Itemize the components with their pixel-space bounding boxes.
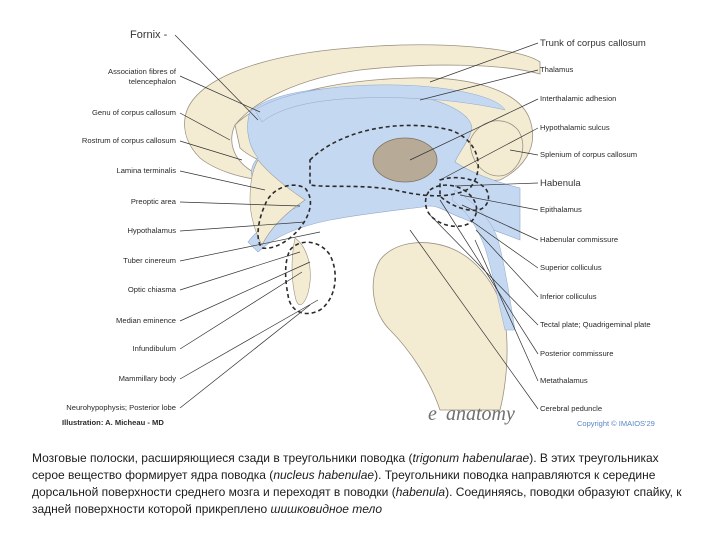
corpus-callosum-shape xyxy=(184,44,541,181)
label-hypothalamus: Hypothalamus xyxy=(127,226,176,235)
label-cerebral-peduncle: Cerebral peduncle xyxy=(540,404,602,413)
label-illustration-credit: Illustration: A. Micheau - MD xyxy=(62,418,164,427)
caption-term-trigonum: trigonum habenularae xyxy=(412,451,530,465)
label-inferior-colliculus: Inferior colliculus xyxy=(540,292,597,301)
caption-text-2: ). В этих треугольниках серое вещество ф… xyxy=(32,451,659,482)
anatomy-diagram: Fornix - Association fibres of telenceph… xyxy=(62,29,655,428)
label-trunk-corpus-callosum: Trunk of corpus callosum xyxy=(540,38,646,49)
label-splenium: Splenium of corpus callosum xyxy=(540,150,637,159)
caption-text-3: ). Треугольники поводка направляются к с… xyxy=(32,468,656,499)
label-epithalamus: Epithalamus xyxy=(540,205,582,214)
label-lamina-terminalis: Lamina terminalis xyxy=(116,166,176,175)
label-tuber-cinereum: Tuber cinereum xyxy=(123,256,176,265)
label-association-fibres-2: telencephalon xyxy=(129,77,176,86)
left-labels: Fornix - Association fibres of telenceph… xyxy=(62,29,177,427)
label-tectal-plate: Tectal plate; Quadrigeminal plate xyxy=(540,320,651,329)
label-association-fibres: Association fibres of xyxy=(108,67,177,76)
brand-name: anatomy xyxy=(446,403,515,425)
infundibulum-shape xyxy=(291,237,311,306)
label-superior-colliculus: Superior colliculus xyxy=(540,263,602,272)
label-optic-chiasma: Optic chiasma xyxy=(128,285,177,294)
caption-paragraph: Мозговые полоски, расширяющиеся сзади в … xyxy=(32,450,692,518)
brand-prefix: e xyxy=(428,403,437,425)
label-genu: Genu of corpus callosum xyxy=(92,108,176,117)
label-hypothalamic-sulcus: Hypothalamic sulcus xyxy=(540,123,610,132)
label-median-eminence: Median eminence xyxy=(116,316,176,325)
label-thalamus: Thalamus xyxy=(540,65,574,74)
label-habenula: Habenula xyxy=(540,178,581,189)
right-leader-lines xyxy=(409,42,539,410)
label-fornix: Fornix - xyxy=(130,29,168,41)
brainstem-shape xyxy=(372,242,508,411)
caption-term-habenula: habenula xyxy=(395,485,446,499)
interthalamic-adhesion xyxy=(372,137,438,183)
copyright-text: Copyright © IMAIOS'29 xyxy=(577,419,655,428)
caption-term-pineal: шишковидное тело xyxy=(270,502,382,516)
caption-text-4: ). Соединяясь, поводки образуют спайку, … xyxy=(32,485,682,516)
label-neurohypophysis: Neurohypophysis; Posterior lobe xyxy=(66,403,176,412)
label-preoptic-area: Preoptic area xyxy=(131,197,177,206)
label-habenular-commissure: Habenular commissure xyxy=(540,235,618,244)
caption-term-nucleus: nucleus habenulae xyxy=(273,468,375,482)
eanatomy-watermark: e anatomy Copyright © IMAIOS'29 xyxy=(428,403,655,428)
label-infundibulum: Infundibulum xyxy=(133,344,176,353)
left-leader-lines xyxy=(174,34,321,409)
label-metathalamus: Metathalamus xyxy=(540,376,588,385)
label-interthalamic-adhesion: Interthalamic adhesion xyxy=(540,94,616,103)
label-mammillary-body: Mammillary body xyxy=(119,374,177,383)
label-posterior-commissure: Posterior commissure xyxy=(540,349,613,358)
splenium-shape xyxy=(469,120,524,177)
caption-text-1: Мозговые полоски, расширяющиеся сзади в … xyxy=(32,451,413,465)
label-rostrum: Rostrum of corpus callosum xyxy=(82,136,176,145)
right-labels: Trunk of corpus callosum Thalamus Intert… xyxy=(540,38,651,413)
